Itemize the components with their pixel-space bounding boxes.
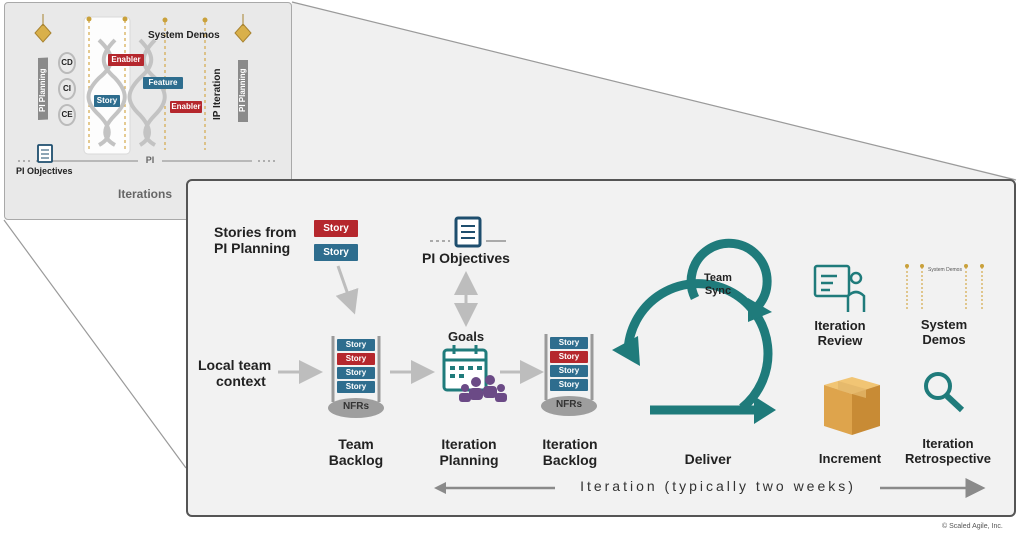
- pi-planning-left-icon: [34, 14, 52, 121]
- iteration-duration-label: Iteration (typically two weeks): [580, 478, 856, 494]
- story-card-red: Story: [314, 220, 358, 237]
- deliver-label: Deliver: [684, 451, 732, 467]
- iteration-backlog-story-4: Story: [550, 379, 588, 391]
- enabler-tag-2: Enabler: [170, 101, 202, 113]
- pi-objectives-label: PI Objectives: [422, 250, 510, 266]
- iteration-backlog-story-1: Story: [550, 337, 588, 349]
- system-demos-mini-label: System Demos: [928, 267, 962, 273]
- iteration-retrospective-label: Iteration Retrospective: [905, 436, 991, 466]
- cd-label: CD: [61, 58, 73, 67]
- iteration-backlog-story-2: Story: [550, 351, 588, 363]
- enabler-tag: Enabler: [108, 54, 144, 66]
- copyright-label: © Scaled Agile, Inc.: [942, 523, 1003, 530]
- team-backlog-story-1: Story: [337, 339, 375, 351]
- goals-label: Goals: [447, 329, 485, 344]
- story-tag: Story: [94, 95, 120, 107]
- iterations-label: Iterations: [118, 187, 173, 201]
- ce-label: CE: [61, 110, 73, 119]
- ci-label: CI: [63, 84, 71, 93]
- pi-objectives-mini-label: PI Objectives: [16, 166, 73, 176]
- pi-planning-right-icon: [234, 14, 252, 122]
- system-demos-icon: [905, 264, 984, 310]
- feature-tag: Feature: [143, 77, 183, 89]
- team-backlog-story-2: Story: [337, 353, 375, 365]
- calendar-people-icon: [442, 345, 507, 402]
- iteration-planning-label: Iteration Planning: [439, 436, 499, 468]
- team-backlog-story-3: Story: [337, 367, 375, 379]
- iteration-review-label: Iteration Review: [814, 318, 866, 348]
- team-backlog-tray: [328, 336, 384, 418]
- iteration-review-icon: [813, 264, 866, 312]
- system-demos-label: System Demos: [920, 317, 968, 347]
- stories-from-label: Stories from PI Planning: [214, 224, 297, 256]
- team-nfrs-label: NFRs: [342, 401, 370, 412]
- increment-label: Increment: [818, 451, 882, 466]
- iteration-backlog-story-3: Story: [550, 365, 588, 377]
- iteration-nfrs-label: NFRs: [555, 399, 583, 410]
- retrospective-magnifier-icon: [924, 372, 965, 413]
- team-sync-label: Team Sync: [704, 272, 732, 297]
- team-backlog-story-4: Story: [337, 381, 375, 393]
- increment-box-icon: [824, 377, 880, 435]
- pi-label: PI: [145, 155, 155, 165]
- iteration-backlog-label: Iteration Backlog: [542, 436, 598, 468]
- iteration-backlog-tray: [541, 334, 597, 416]
- deliver-cycle: [623, 238, 773, 415]
- team-backlog-label: Team Backlog: [328, 436, 384, 468]
- pi-objectives-doc-icon: [37, 144, 53, 163]
- system-demos-title: System Demos: [148, 30, 220, 41]
- story-card-blue: Story: [314, 244, 358, 261]
- local-team-context-label: Local team context: [198, 357, 272, 389]
- pi-objectives-icon: [454, 216, 482, 248]
